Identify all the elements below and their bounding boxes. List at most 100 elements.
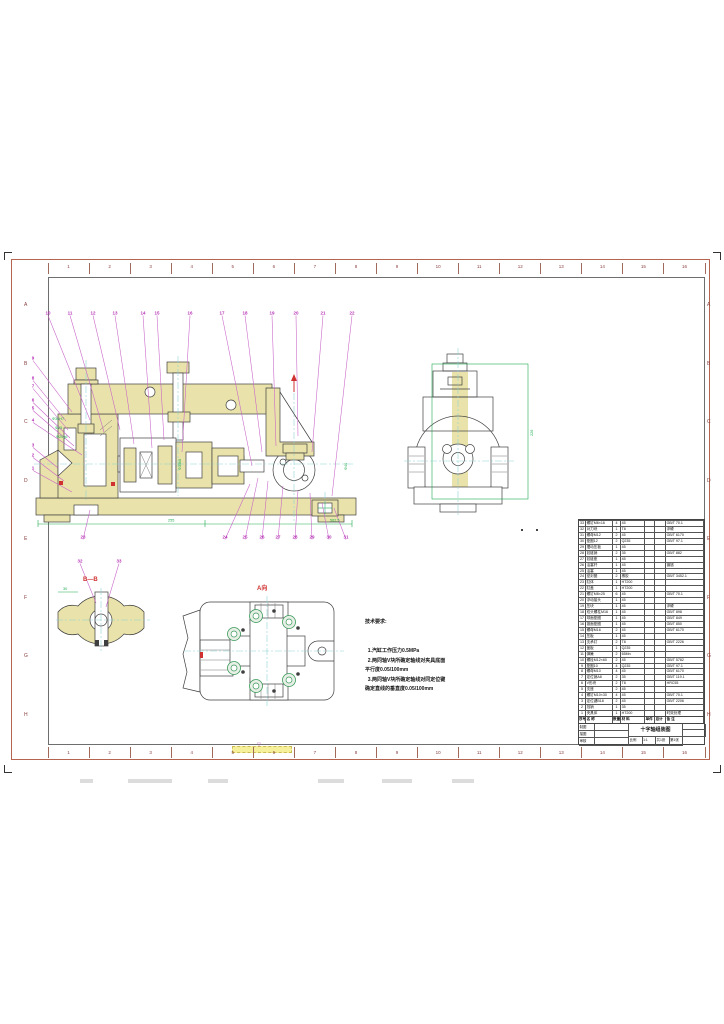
table-cell: 支承钉 [586, 639, 613, 645]
table-cell: 25 [580, 568, 586, 574]
callout-16: 16 [187, 311, 193, 316]
dimension-text: Φ35k6 [178, 459, 182, 470]
callout-21: 21 [320, 311, 326, 316]
callout-20: 20 [293, 311, 299, 316]
table-cell [655, 699, 666, 705]
table-cell: 45 [621, 568, 645, 574]
dimension-text: 30 [63, 587, 67, 591]
table-cell: 45 [621, 521, 645, 526]
table-cell [645, 681, 655, 687]
table-cell: 夹具体 [586, 711, 613, 716]
title-block-cell: 共1张 [656, 737, 670, 747]
caption-blur [452, 779, 474, 783]
table-cell [645, 627, 655, 633]
table-cell: 12 [580, 645, 586, 651]
callout-32: 32 [77, 559, 83, 564]
table-cell: 球面垫圈 [586, 616, 613, 621]
table-cell: 2 [613, 538, 621, 544]
table-cell: 活塞杆 [586, 562, 613, 568]
highlight-bar [232, 746, 292, 753]
table-header-cell: 名 称 [586, 716, 613, 723]
table-cell [655, 627, 666, 633]
table-cell: GB/T 97.1 [666, 538, 704, 544]
table-cell [655, 586, 666, 592]
title-block-cell [683, 730, 706, 738]
table-cell: 2 [613, 675, 621, 681]
ruler-number: 1 [67, 264, 70, 269]
table-cell: 45 [621, 669, 645, 675]
table-cell: 24 [580, 574, 586, 580]
table-cell [645, 639, 655, 645]
caption-blur [382, 779, 412, 783]
table-cell: 45 [621, 621, 645, 627]
table-cell [645, 669, 655, 675]
table-cell [645, 538, 655, 544]
zone-letter: A [24, 302, 28, 309]
ruler-number: 6 [272, 264, 276, 269]
callout-6: 6 [32, 398, 35, 403]
corner-mark [713, 252, 721, 260]
table-cell [645, 562, 655, 568]
table-cell: 14 [580, 633, 586, 639]
table-cell [655, 544, 666, 550]
caption-blur [318, 779, 344, 783]
table-cell: 1 [613, 604, 621, 610]
zone-letter: F [707, 594, 711, 601]
table-cell [666, 556, 704, 562]
table-cell [655, 657, 666, 663]
table-cell: 4 [579, 693, 586, 699]
table-cell [666, 544, 704, 550]
ruler-number: 7 [313, 750, 317, 755]
ruler-number: 11 [476, 264, 482, 269]
table-cell: 对刀块 [586, 526, 613, 532]
zone-letter: H [24, 711, 28, 718]
title-block-cell: 比例 [629, 737, 643, 747]
table-cell [655, 639, 666, 645]
table-cell [645, 526, 655, 532]
table-cell: GB/T 3452.1 [666, 574, 704, 580]
table-cell [645, 580, 655, 586]
table-cell: 淬硬 [666, 526, 704, 532]
corner-mark [4, 765, 12, 773]
table-cell: 23 [580, 580, 586, 586]
zone-letter: B [707, 360, 711, 367]
callout-33: 33 [116, 559, 122, 564]
table-cell: T8 [621, 639, 645, 645]
callout-leader-lines [32, 315, 353, 608]
table-cell: 2 [613, 687, 621, 693]
table-cell [655, 687, 666, 693]
table-cell [666, 687, 704, 693]
table-cell: 2 [613, 651, 621, 657]
caption-blur [128, 779, 172, 783]
table-cell [655, 645, 666, 651]
ruler-number: 5 [231, 264, 235, 269]
callout-8: 8 [32, 376, 35, 381]
table-cell: 16 [580, 621, 586, 627]
ruler-number: 9 [395, 750, 399, 755]
ruler-number: 2 [108, 750, 111, 755]
table-cell [655, 532, 666, 538]
table-cell [645, 633, 655, 639]
ruler-tick [499, 263, 501, 274]
table-cell [645, 521, 655, 526]
table-cell [666, 598, 704, 604]
title-block-cell [683, 723, 706, 731]
ruler-number: 14 [599, 264, 605, 269]
table-cell: 8 [579, 669, 586, 675]
ruler-tick [88, 263, 90, 274]
table-cell: 摆动压板 [586, 544, 613, 550]
table-cell: 缸体 [586, 580, 613, 586]
table-cell: 淬硬 [666, 604, 704, 610]
dimension-text: Φ30H7 [52, 417, 64, 421]
ruler-number: 12 [517, 750, 523, 755]
dimension-text: 226 [530, 430, 534, 436]
table-cell [645, 574, 655, 580]
